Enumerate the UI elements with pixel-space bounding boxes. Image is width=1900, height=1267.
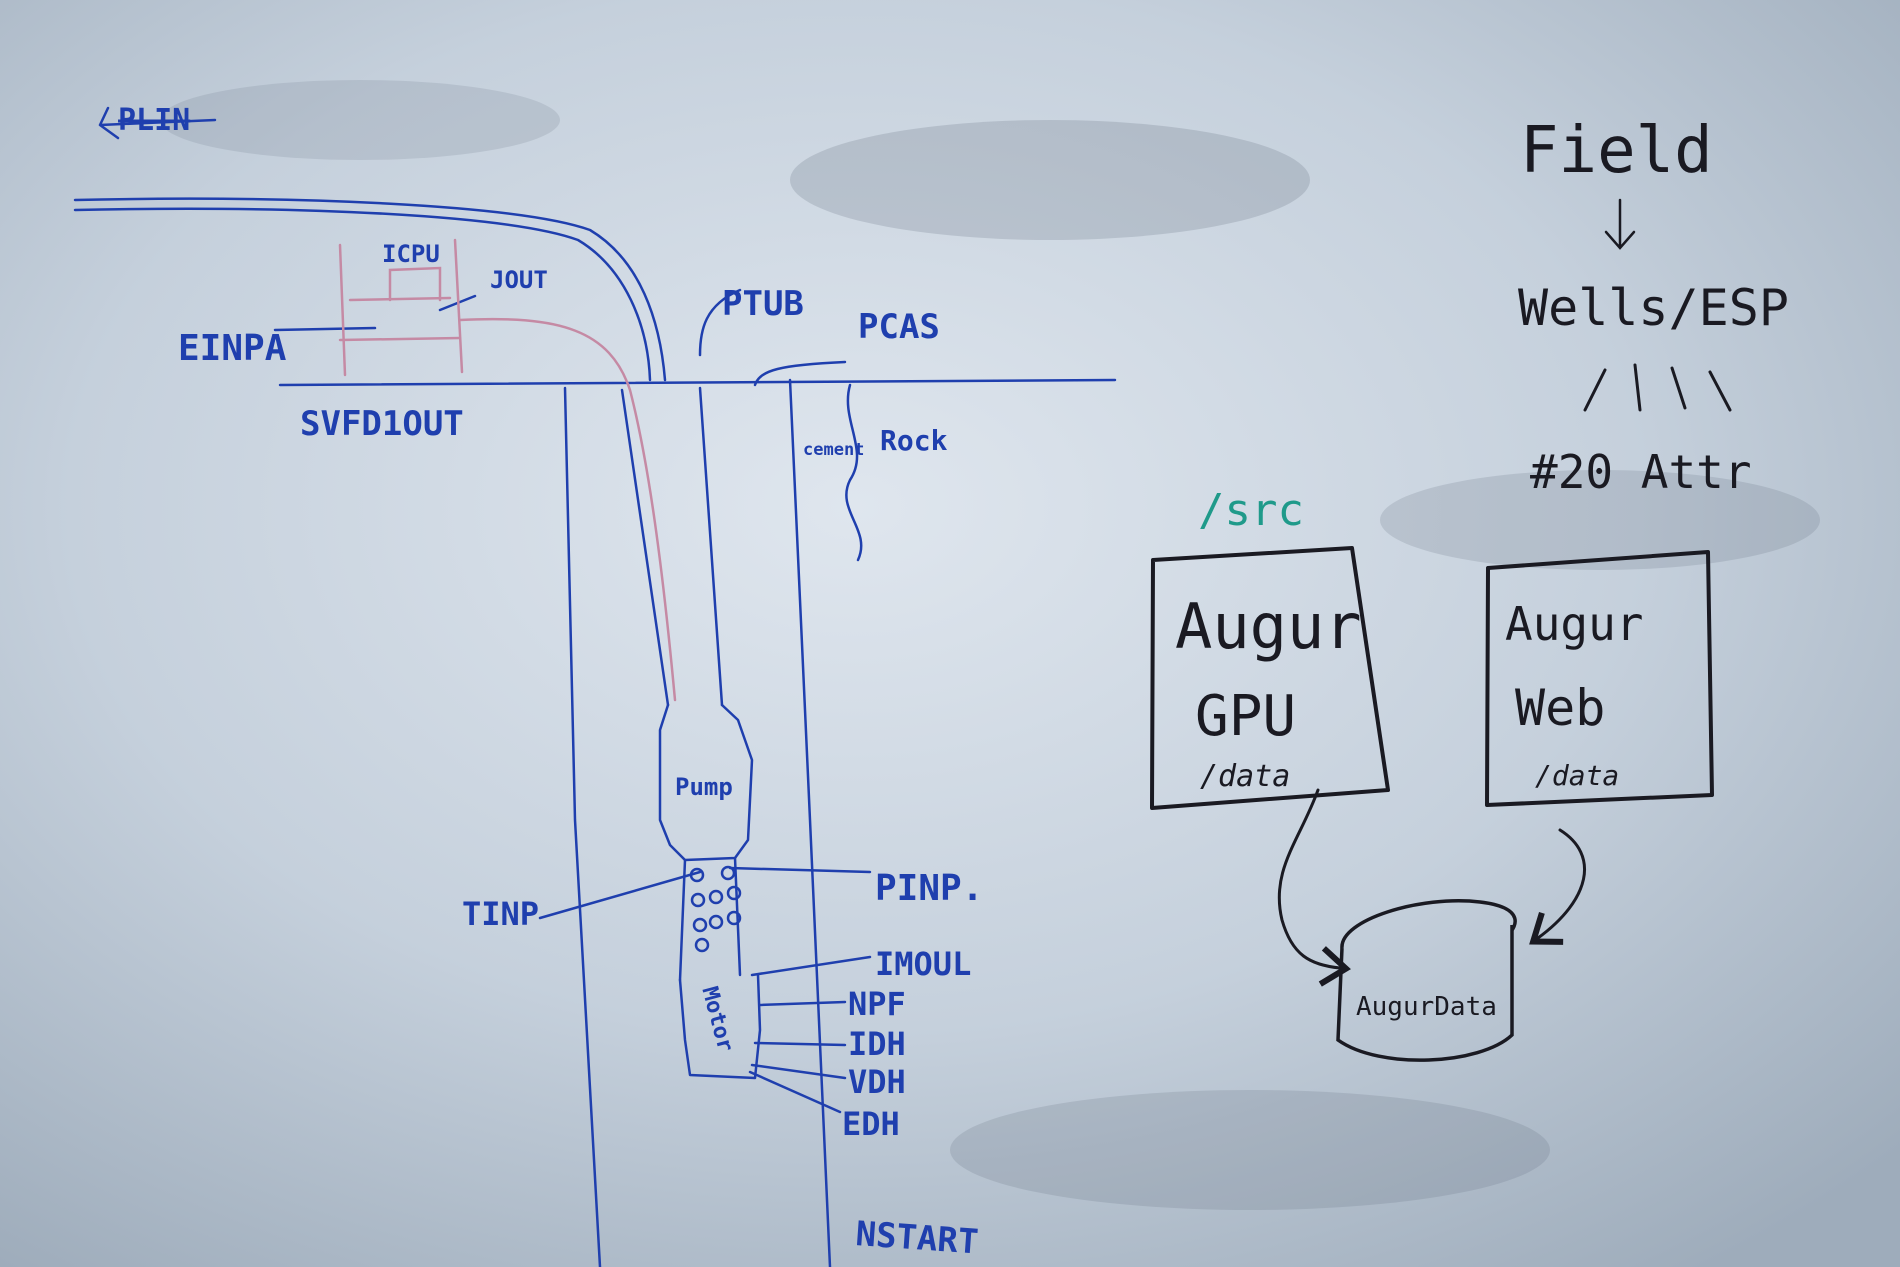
augur-gpu-subtitle: GPU [1195, 684, 1296, 749]
power-cable-line [458, 317, 677, 702]
augur-web-box [1485, 550, 1714, 807]
field-down-arrow [1604, 198, 1636, 250]
casing-left [563, 386, 602, 1267]
hierarchy-field: Field [1520, 114, 1713, 188]
label-einpa: EINPA [178, 328, 287, 369]
rock-wiggle [845, 383, 863, 562]
label-vdh: VDH [848, 1063, 906, 1101]
ptub-leader [698, 288, 742, 357]
tubing-right [698, 386, 724, 707]
label-plin: PLIN [118, 103, 190, 138]
label-jout: JOUT [490, 266, 548, 294]
label-imoul: IMOUL [875, 945, 971, 983]
tubing-left [620, 388, 670, 707]
label-pinp: PINP. [875, 868, 983, 909]
label-tinp: TINP [462, 895, 539, 933]
label-nstart: NSTART [854, 1214, 979, 1262]
intake-section [678, 856, 742, 982]
hierarchy-attrs: #20 Attr [1530, 445, 1752, 499]
panel-box-top [388, 266, 442, 302]
data-cylinder-body [1336, 925, 1514, 1062]
augur-web-path: /data [1535, 759, 1619, 792]
attribute-branches [1583, 363, 1732, 412]
panel-frame-sides [338, 238, 464, 377]
pump-housing [658, 703, 754, 862]
well-diagram [73, 106, 1117, 1267]
power-cable [338, 238, 677, 702]
pcas-leader [753, 360, 847, 387]
label-pump: Pump [675, 773, 733, 801]
src-label: /src [1198, 485, 1304, 536]
augur-web-title: Augur [1505, 597, 1643, 651]
label-npf: NPF [848, 985, 906, 1023]
data-cylinder-top [1340, 899, 1517, 949]
gpu-to-data-arrow [1277, 788, 1351, 987]
label-rock: Rock [880, 424, 948, 457]
imoul-leader [750, 955, 872, 977]
augur-data-label: AugurData [1356, 992, 1497, 1022]
idh-leader [753, 1041, 847, 1047]
intake-holes [689, 865, 742, 953]
label-svfd: SVFD1OUT [300, 404, 464, 444]
panel-frame-rails [338, 296, 462, 342]
architecture: /src Augur GPU /data Augur Web /data Aug… [1150, 485, 1714, 1062]
vdh-leader [750, 1063, 847, 1080]
casing-right [788, 378, 832, 1267]
label-icpu: ICPU [382, 240, 440, 268]
surface-cable-1 [73, 197, 667, 382]
pinp-leader [728, 866, 872, 874]
npf-leader [758, 1000, 847, 1007]
tinp-leader [538, 870, 702, 920]
smudges [160, 80, 1820, 1210]
edh-leader [748, 1070, 842, 1114]
surface-cable-2 [73, 207, 652, 382]
augur-gpu-box [1150, 546, 1390, 810]
plin-arrow [98, 106, 217, 140]
einpa-leader [273, 326, 377, 332]
label-pcas: PCAS [858, 307, 940, 347]
label-cement: cement [803, 440, 864, 460]
motor-housing [678, 973, 762, 1080]
augur-web-subtitle: Web [1515, 679, 1605, 737]
hierarchy-wells: Wells/ESP [1518, 279, 1789, 337]
label-edh: EDH [842, 1105, 900, 1143]
augur-gpu-path: /data [1200, 759, 1290, 794]
field-hierarchy: Field Wells/ESP #20 Attr [1518, 114, 1789, 499]
augur-gpu-title: Augur [1175, 590, 1362, 663]
label-ptub: PTUB [722, 284, 804, 324]
ground-line [278, 378, 1117, 387]
web-to-data-arrow [1529, 828, 1586, 945]
label-idh: IDH [848, 1025, 906, 1063]
